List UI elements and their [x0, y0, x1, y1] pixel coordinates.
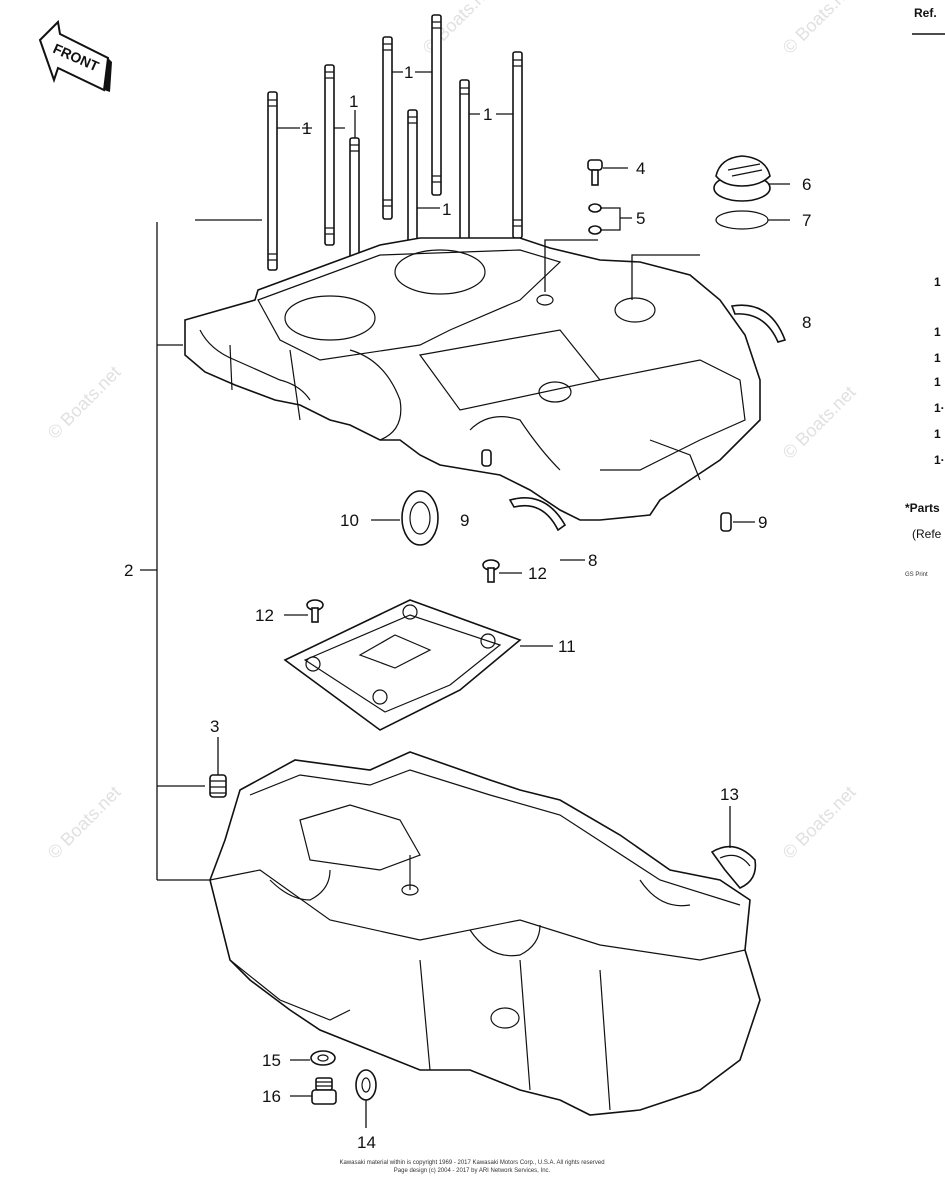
bolt-part-4	[587, 159, 603, 186]
ref-row: 1·	[934, 401, 945, 415]
breather-cover-part-11	[283, 599, 522, 731]
dowel-part-9	[481, 449, 732, 532]
watermark-text: © Boats.net	[44, 362, 125, 443]
callout-5: 5	[636, 209, 645, 228]
ref-row: 1	[934, 427, 941, 441]
bearing-inserts-part-8	[508, 304, 787, 532]
callout-3: 3	[210, 717, 219, 736]
watermark-text: © Boats.net	[44, 782, 125, 863]
parts-note: *Parts	[905, 501, 940, 515]
washer-part-15	[310, 1050, 336, 1066]
watermark-text: © Boats.net	[779, 382, 860, 463]
callout-10: 10	[340, 511, 359, 530]
callout-15: 15	[262, 1051, 281, 1070]
callout-7: 7	[802, 211, 811, 230]
callout-6: 6	[802, 175, 811, 194]
dowel-pins-part-5	[588, 203, 602, 235]
callout-8: 8	[588, 551, 597, 570]
ref-row: 1	[934, 325, 941, 339]
callout-4: 4	[636, 159, 645, 178]
callout-9: 9	[758, 513, 767, 532]
oil-pressure-switch-part-13	[710, 845, 757, 889]
print-note: GS Print	[905, 572, 928, 578]
plug-part-3	[209, 774, 227, 798]
o-ring-part-7	[715, 210, 769, 230]
watermark-text: © Boats.net	[779, 782, 860, 863]
callout-1: 1	[483, 105, 492, 124]
callout-11: 11	[558, 637, 576, 656]
gasket-part-14	[355, 1069, 377, 1101]
callout-8: 8	[802, 313, 811, 332]
watermark-text: © Boats.net	[779, 0, 860, 58]
ref-header: Ref.	[914, 6, 937, 20]
front-arrow-icon: FRONT	[38, 19, 112, 92]
callout-1: 1	[404, 63, 413, 82]
oil-seal-part-10	[401, 490, 439, 546]
screw-part-12	[306, 559, 500, 623]
callout-labels: 1 1 1 1 1 2 3 4 5 6 7 8 8 9 9 10 11 12 1…	[124, 63, 811, 1152]
callout-12: 12	[528, 564, 547, 583]
callout-1: 1	[302, 119, 311, 138]
callout-12: 12	[255, 606, 274, 625]
ref-row: 1	[934, 351, 941, 365]
callout-2: 2	[124, 561, 133, 580]
design-credit-line: Page design (c) 2004 - 2017 by ARI Netwo…	[394, 1168, 551, 1174]
callout-16: 16	[262, 1087, 281, 1106]
ref-row: 1·	[934, 453, 945, 467]
oil-filler-cap-part-6	[713, 155, 771, 202]
callout-9: 9	[460, 511, 469, 530]
callout-1: 1	[442, 200, 451, 219]
watermark-text: © Boats.net	[419, 0, 500, 58]
callout-14: 14	[357, 1133, 376, 1152]
callout-13: 13	[720, 785, 739, 804]
copyright-line: Kawasaki material within is copyright 19…	[339, 1160, 604, 1166]
reference-side-panel: Ref. 1 1 1 1 1· 1 1· *Parts (Refe GS Pri…	[905, 6, 945, 578]
lower-crankcase	[209, 751, 761, 1116]
upper-crankcase	[184, 237, 761, 521]
reference-note: (Refe	[912, 527, 942, 541]
leader-lines	[140, 71, 790, 1128]
ref-row: 1	[934, 275, 941, 289]
drain-plug-part-16	[311, 1077, 337, 1105]
ref-row: 1	[934, 375, 941, 389]
copyright-footer: Kawasaki material within is copyright 19…	[339, 1160, 604, 1174]
callout-1: 1	[349, 92, 358, 111]
